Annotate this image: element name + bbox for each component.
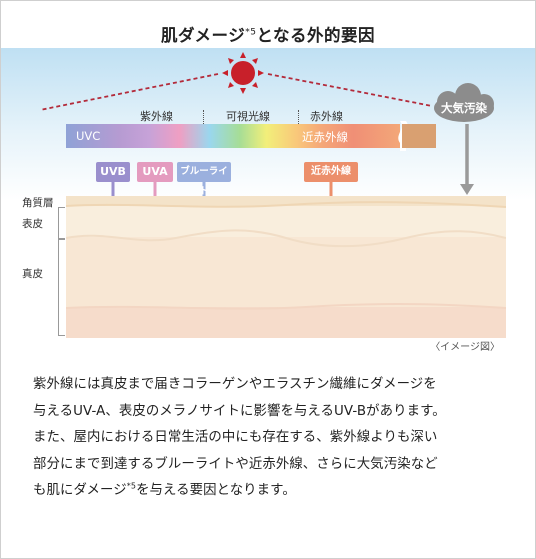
description-text: 紫外線には真皮まで届きコラーゲンやエラスチン繊維にダメージを 与えるUV-A、表…	[33, 372, 513, 505]
body-footnote-mark: *5	[126, 481, 137, 491]
skin-layer-boundaries	[66, 201, 506, 310]
description-line-3: また、屋内における日常生活の中にも存在する、紫外線よりも深い	[33, 430, 438, 445]
diagram-graphics	[39, 52, 494, 322]
dermis-label: 真皮	[22, 268, 43, 280]
description-line-1: 紫外線には真皮まで届きコラーゲンやエラスチン繊維にダメージを	[33, 377, 437, 392]
visible-range-label: 可視光線	[226, 110, 270, 123]
uvb-tag: UVB	[96, 162, 130, 182]
image-caption: 〈イメージ図〉	[430, 342, 500, 353]
uva-tag: UVA	[137, 162, 173, 182]
description-line-5: も肌にダメージ*5を与える要因となります。	[33, 481, 296, 498]
arrow-pollution	[460, 124, 474, 195]
uvc-label: UVC	[76, 129, 101, 143]
near-infrared-tag: 近赤外線	[304, 162, 358, 182]
description-line-2: 与えるUV-A、表皮のメラノサイトに影響を与えるUV-Bがあります。	[33, 403, 446, 419]
skin-cross-section	[66, 196, 506, 338]
description-line-4: 部分にまで到達するブルーライトや近赤外線、さらに大気汚染など	[33, 456, 438, 472]
stratum-corneum-label: 角質層	[22, 197, 54, 209]
uv-range-label: 紫外線	[140, 110, 173, 123]
spectrum-bar	[66, 124, 400, 148]
near-infrared-band-label: 近赤外線	[302, 130, 348, 144]
dermis-bracket	[58, 239, 65, 336]
pollution-label: 大気汚染	[441, 101, 487, 115]
cloud-icon	[434, 83, 494, 122]
epidermis-label: 表皮	[22, 218, 43, 230]
figure-title: 肌ダメージ*5となる外的要因	[161, 26, 375, 45]
title-footnote-mark: *5	[245, 27, 257, 38]
sun-ray-left	[39, 73, 219, 111]
spectrum-tail	[402, 124, 436, 148]
sun-icon	[222, 52, 264, 94]
sun-ray-right	[267, 73, 433, 107]
bluelight-tag: ブルーライト	[177, 162, 231, 197]
epidermis-bracket	[58, 207, 65, 239]
infrared-range-label: 赤外線	[310, 110, 343, 123]
